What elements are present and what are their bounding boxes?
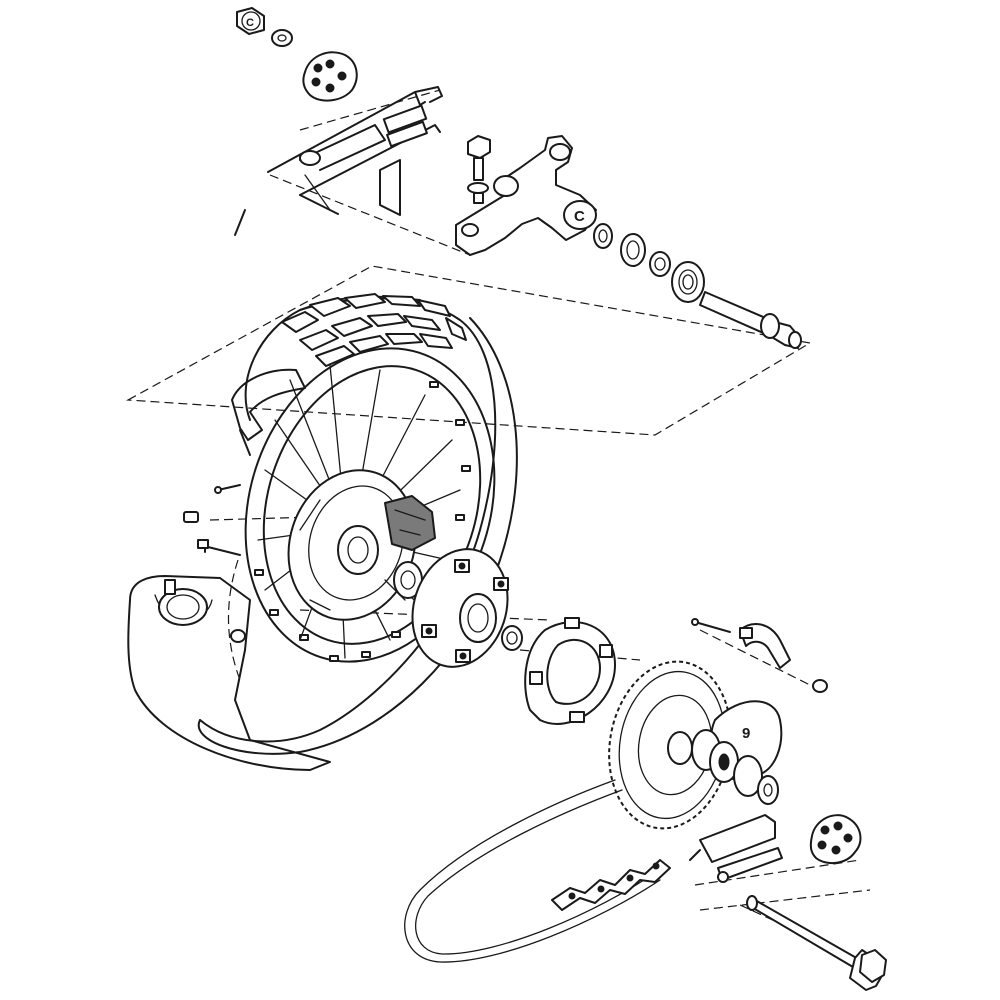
sprocket-number: 9 (742, 725, 750, 742)
cush-drive-rubber (524, 617, 616, 725)
axle-nut-c: C (236, 7, 265, 35)
valve-cap (183, 511, 199, 523)
pivot-bolt (467, 135, 491, 204)
rear-sprocket (608, 660, 732, 830)
sprocket-guard-bracket (691, 618, 828, 693)
cush-drive-damper (384, 495, 436, 551)
chain-adjuster-block (689, 814, 783, 883)
wheel-bearing (671, 261, 705, 303)
axle-nut-label: C (246, 17, 254, 29)
wheel-hub (287, 469, 417, 621)
chain-adjuster-plate-bottom (809, 814, 862, 865)
axle-spacer-tube (699, 291, 802, 349)
pivot-label: C (574, 208, 585, 225)
inner-tube (127, 209, 331, 771)
oil-seal (620, 233, 646, 267)
axle-collar (593, 223, 613, 249)
rim-band (231, 368, 306, 456)
axle-washer (271, 29, 293, 47)
carrier-collar (501, 625, 523, 651)
drive-chain (404, 779, 671, 963)
spoke-nipple (214, 484, 241, 494)
axle-washer-middle (649, 251, 671, 277)
valve-stem (197, 539, 241, 556)
brake-torque-arm: C (455, 135, 597, 256)
tire-tread (281, 293, 467, 367)
rear-axle (746, 895, 887, 991)
swing-arm-end (267, 86, 443, 216)
sprocket-bearing-stack (691, 729, 779, 805)
sprocket-carrier (411, 548, 509, 668)
chain-links (551, 859, 671, 911)
chain-adjuster-plate-top (302, 51, 358, 102)
